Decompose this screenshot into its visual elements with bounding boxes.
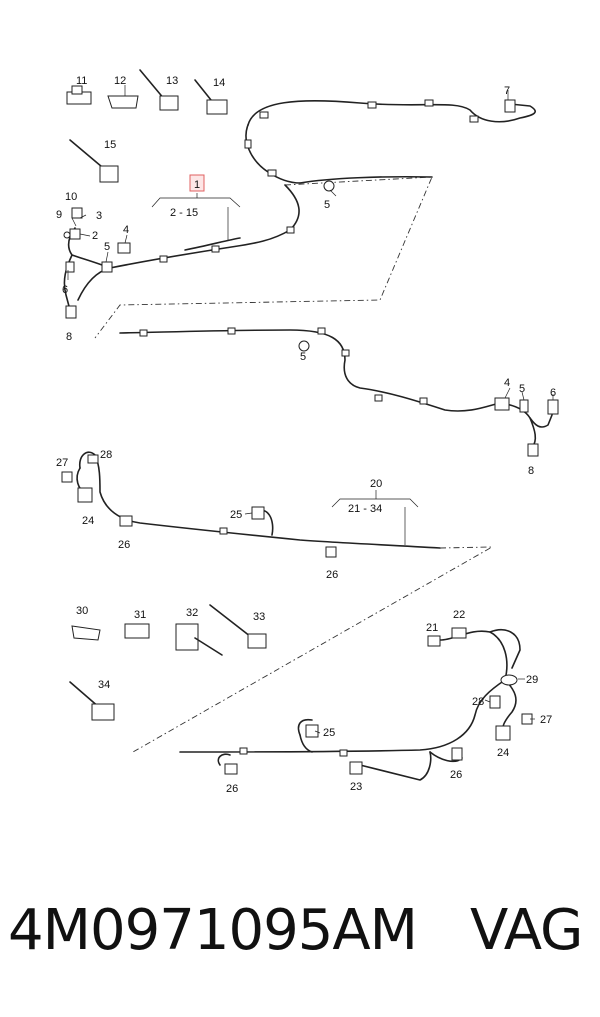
callout-11: 11 <box>76 75 87 87</box>
callout-30: 30 <box>76 605 88 617</box>
bottom-harness <box>179 627 533 781</box>
callout-4-a: 4 <box>123 224 129 236</box>
callout-27-a: 27 <box>56 457 68 469</box>
callout-24-b: 24 <box>497 747 509 759</box>
callout-28-b: 28 <box>472 696 484 708</box>
callout-12: 12 <box>114 75 126 87</box>
callout-21-34: 21 - 34 <box>348 503 382 515</box>
callout-15: 15 <box>104 139 116 151</box>
callout-26-b: 26 <box>326 569 338 581</box>
callout-5-d: 5 <box>519 383 525 395</box>
callout-5-c: 5 <box>300 351 306 363</box>
callout-27-b: 27 <box>540 714 552 726</box>
callout-6-a: 6 <box>62 284 68 296</box>
middle-harness <box>119 327 559 457</box>
upper-harness <box>63 99 536 339</box>
callout-20: 20 <box>370 478 382 490</box>
callout-32: 32 <box>186 607 198 619</box>
callout-8-a: 8 <box>66 331 72 343</box>
brand-name: VAG <box>470 898 583 963</box>
callout-2-15: 2 - 15 <box>170 207 198 219</box>
callout-26-a: 26 <box>118 539 130 551</box>
callout-26-c: 26 <box>450 769 462 781</box>
callout-1: 1 <box>194 179 200 191</box>
callout-9: 9 <box>56 209 62 221</box>
callout-2: 2 <box>92 230 98 242</box>
part-number: 4M0971095AM <box>8 898 418 963</box>
callout-5-b: 5 <box>104 241 110 253</box>
accessory-parts-top <box>66 69 228 183</box>
callout-29: 29 <box>526 674 538 686</box>
callout-3: 3 <box>96 210 102 222</box>
callout-13: 13 <box>166 75 178 87</box>
callout-28-a: 28 <box>100 449 112 461</box>
callout-21: 21 <box>426 622 438 634</box>
callout-33: 33 <box>253 611 265 623</box>
callout-6-b: 6 <box>550 387 556 399</box>
callout-26-d: 26 <box>226 783 238 795</box>
callout-4-b: 4 <box>504 377 510 389</box>
wiring-harness-diagram: 11 12 13 14 7 15 1 2 - 15 5 10 9 3 2 4 5… <box>56 69 559 795</box>
callout-10: 10 <box>65 191 77 203</box>
callout-23: 23 <box>350 781 362 793</box>
callout-22: 22 <box>453 609 465 621</box>
callouts: 11 12 13 14 7 15 1 2 - 15 5 10 9 3 2 4 5… <box>56 75 556 795</box>
callout-31: 31 <box>134 609 146 621</box>
leader-lines <box>67 90 554 734</box>
callout-24-a: 24 <box>82 515 94 527</box>
callout-25-a: 25 <box>230 509 242 521</box>
callout-34: 34 <box>98 679 110 691</box>
callout-8-b: 8 <box>528 465 534 477</box>
callout-14: 14 <box>213 77 225 89</box>
callout-7: 7 <box>504 85 510 97</box>
accessory-parts-lower <box>69 604 267 721</box>
callout-5-a: 5 <box>324 199 330 211</box>
highlight-box <box>189 174 205 192</box>
callout-25-b: 25 <box>323 727 335 739</box>
lower-harness <box>61 451 493 753</box>
